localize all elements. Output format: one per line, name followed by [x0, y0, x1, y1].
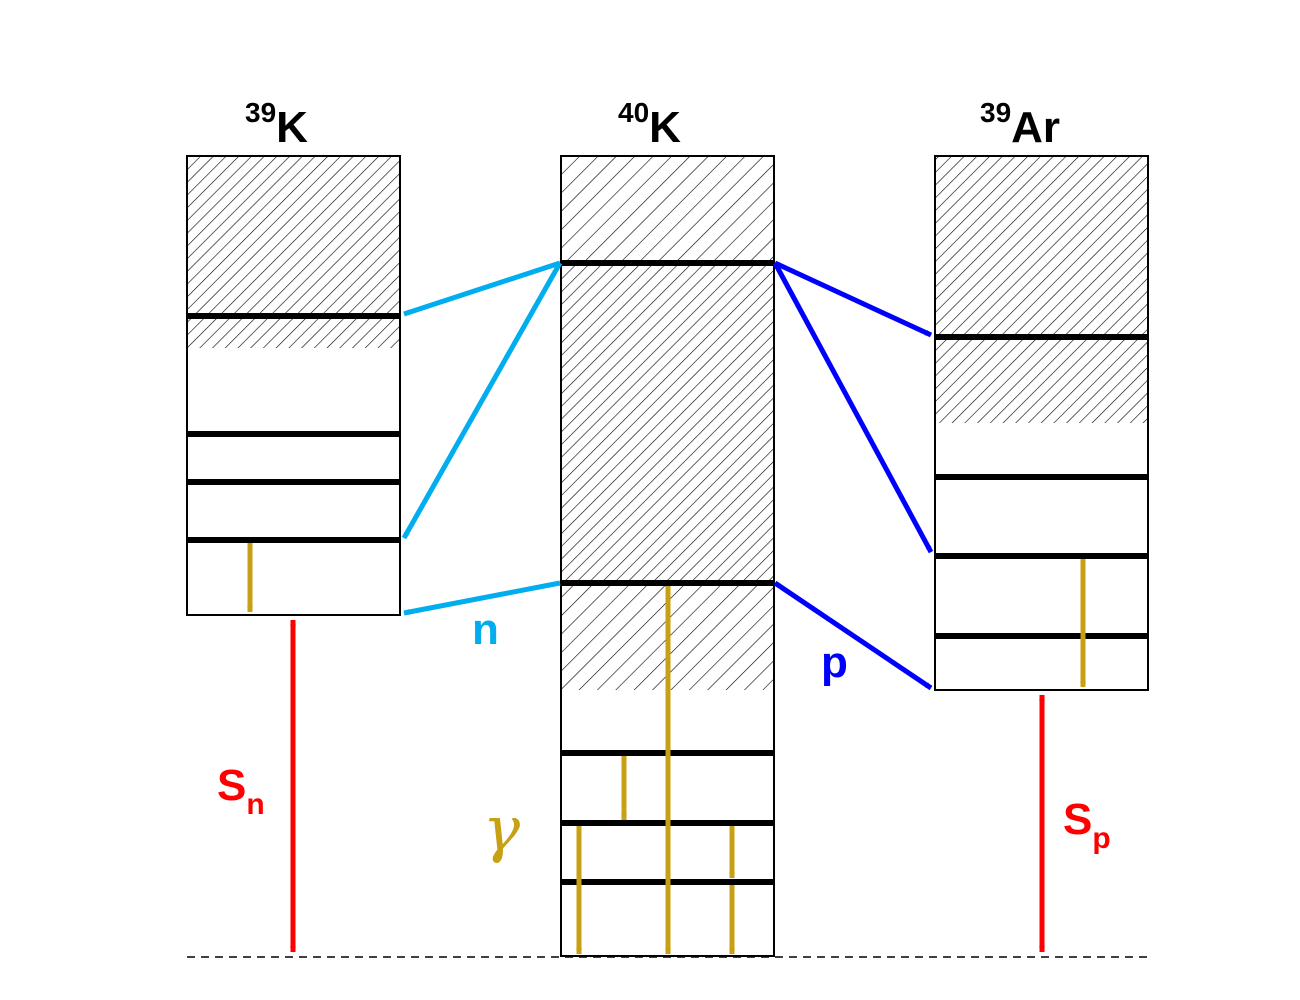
- sp-subscript: p: [1092, 822, 1110, 855]
- continuum-39Ar: [935, 156, 1148, 423]
- column-frame-40K: [560, 155, 775, 957]
- symbol-40K: K: [649, 103, 681, 152]
- column-frame-39K: [186, 155, 401, 616]
- symbol-39Ar: Ar: [1011, 103, 1060, 152]
- sp-main: S: [1063, 795, 1092, 844]
- sn-subscript: n: [246, 788, 264, 821]
- proton-arrow-2: [772, 261, 934, 554]
- neutron-label: n: [472, 605, 499, 654]
- continuum-40K-upper: [561, 156, 774, 263]
- neutron-arrow-1: [403, 260, 561, 317]
- title-39K: 39K: [245, 97, 308, 152]
- proton-separation-energy-label: Sp: [1063, 795, 1111, 855]
- proton-label: p: [821, 638, 848, 687]
- column-frame-39Ar: [934, 155, 1149, 691]
- mass-number-40K: 40: [618, 97, 649, 128]
- sn-main: S: [217, 761, 246, 810]
- proton-arrow-3: [773, 580, 933, 691]
- level-column-39K: [186, 155, 401, 616]
- title-39Ar: 39Ar: [980, 97, 1060, 152]
- mass-number-39Ar: 39: [980, 97, 1011, 128]
- proton-emission-arrows: [772, 260, 934, 691]
- neutron-separation-energy-label: Sn: [217, 761, 265, 821]
- continuum-40K-middle: [561, 263, 774, 583]
- symbol-39K: K: [276, 103, 308, 152]
- level-column-40K: [560, 155, 775, 957]
- mass-number-39K: 39: [245, 97, 276, 128]
- continuum-39K: [187, 156, 400, 348]
- level-column-39Ar: [934, 155, 1149, 691]
- gamma-label: γ: [483, 792, 521, 865]
- neutron-emission-arrows: [401, 260, 563, 616]
- neutron-arrow-3: [403, 580, 561, 616]
- proton-arrow-1: [773, 260, 933, 338]
- neutron-arrow-2: [401, 261, 563, 540]
- title-40K: 40K: [618, 97, 681, 152]
